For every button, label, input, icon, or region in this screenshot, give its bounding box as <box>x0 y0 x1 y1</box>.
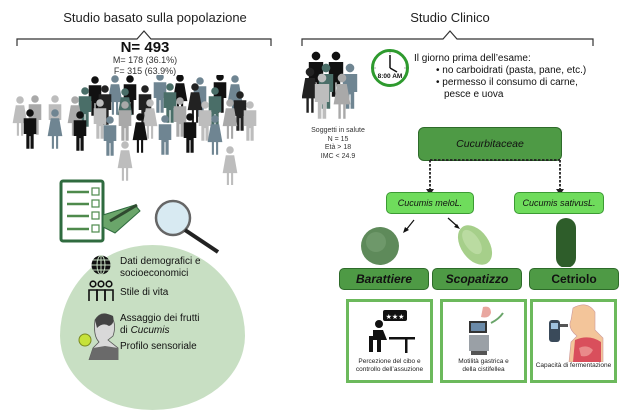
variety-barattiere: Barattiere <box>339 268 429 290</box>
person-figure <box>207 115 223 155</box>
person-figure <box>222 99 238 139</box>
instruction-bullet-2-cont: pesce e uova <box>444 89 504 100</box>
panel-fermentation: Capacità di fermentazione <box>530 299 617 383</box>
item-tasting-line2: di Cucumis <box>120 325 200 337</box>
panel-food-perception-line1: Percezione del cibo e <box>358 358 421 365</box>
person-figure <box>222 146 238 185</box>
species-sativus-suffix: L. <box>588 198 596 208</box>
arrow-to-barattiere <box>403 227 409 233</box>
subjects-info: Soggetti in salute N = 15 Età > 18 IMC <… <box>298 127 378 161</box>
species-melo-box: Cucumis melo L. <box>386 192 474 214</box>
person-figure <box>78 87 92 127</box>
item-tasting-genus: Cucumis <box>130 325 170 336</box>
subject-figure <box>333 73 351 119</box>
clock-time: 8:00 AM <box>378 73 403 80</box>
person-eating-icon: ★★★ <box>369 310 415 353</box>
svg-text:★★★: ★★★ <box>386 313 405 321</box>
instruction-bullet-1: • no carboidrati (pasta, pane, etc.) <box>436 65 587 76</box>
person-figure <box>158 115 172 155</box>
panel-food-perception: ★★★ Percezione del cibo e controllo dell… <box>346 299 433 383</box>
subject-figure <box>314 73 330 119</box>
person-figure <box>47 109 63 149</box>
panel-food-perception-text: Percezione del cibo e controllo dell’ass… <box>349 358 430 374</box>
panel-food-perception-line2: controllo dell’assuzione <box>355 366 424 373</box>
clinical-study-title: Studio Clinico <box>410 10 490 25</box>
subjects-age: Età > 18 <box>324 144 352 151</box>
species-melo-suffix: L. <box>454 198 463 208</box>
person-figure <box>187 83 203 123</box>
group-icon <box>88 280 114 301</box>
person-figure <box>117 141 133 181</box>
subject-figure <box>302 67 319 113</box>
clinical-bracket <box>301 30 594 46</box>
person-figure <box>118 101 132 141</box>
subjects-line1: Soggetti in salute <box>311 127 365 134</box>
crowd-illustration <box>12 75 257 185</box>
item-tasting-prefix: di <box>120 325 131 336</box>
questionnaire-icon <box>59 179 220 254</box>
person-figure <box>142 99 158 139</box>
population-bracket <box>16 30 272 46</box>
arrow-to-scopatizzo <box>454 224 460 229</box>
globe-icon <box>91 255 111 275</box>
species-melo-name: Cucumis melo <box>397 198 455 208</box>
panel-gastric-motility-line2: della cistifellea <box>462 366 505 373</box>
person-figure <box>233 91 247 131</box>
ultrasound-icon <box>469 306 504 355</box>
subjects-count: N = 15 <box>327 135 349 143</box>
person-figure <box>198 101 212 141</box>
item-sensory-profile: Profilo sensoriale <box>120 341 197 352</box>
population-study-title: Studio basato sulla popolazione <box>63 10 247 25</box>
item-tasting: Assaggio dei frutti di Cucumis <box>120 313 200 337</box>
person-figure <box>88 76 102 116</box>
subjects-bmi: IMC < 24.9 <box>320 152 356 160</box>
item-tasting-line1: Assaggio dei frutti <box>120 313 200 324</box>
item-demographics: Dati demografici e socioeconomici <box>120 256 201 280</box>
person-figure <box>12 96 28 136</box>
person-tasting-icon <box>78 313 119 360</box>
person-figure <box>163 83 177 123</box>
family-box: Cucurbitaceae <box>418 127 562 161</box>
item-demographics-line2: socioeconomici <box>120 268 189 279</box>
data-collection-circle <box>60 245 245 410</box>
person-figure <box>73 111 87 151</box>
breath-test-icon <box>549 304 604 362</box>
panel-gastric-motility-line1: Motilità gastrica e <box>458 358 509 365</box>
person-figure <box>23 109 37 149</box>
variety-scopatizzo: Scopatizzo <box>432 268 522 290</box>
item-demographics-line1: Dati demografici e <box>120 256 201 267</box>
person-figure <box>103 116 117 156</box>
cetriolo-fruit <box>556 218 576 267</box>
person-figure <box>173 97 187 137</box>
person-figure <box>183 113 197 153</box>
person-figure <box>93 99 107 139</box>
instruction-bullet-1-text: no carboidrati (pasta, pane, etc.) <box>442 65 587 76</box>
instruction-bullet-2: • permesso il consumo di carne, <box>436 77 578 88</box>
variety-cetriolo: Cetriolo <box>529 268 619 290</box>
female-count: F= 315 (63.9%) <box>113 66 177 76</box>
subjects-group-icon <box>302 51 358 119</box>
species-sativus-box: Cucumis sativus L. <box>514 192 604 214</box>
person-figure <box>243 101 257 141</box>
person-figure <box>153 75 167 113</box>
panel-fermentation-text: Capacità di fermentazione <box>535 362 612 369</box>
clock-icon: 8:00 AM <box>371 49 409 87</box>
male-count: M= 178 (36.1%) <box>112 55 178 65</box>
fruit-images <box>361 217 576 267</box>
instructions-title: Il giorno prima dell’esame: <box>414 53 531 64</box>
instruction-bullet-2-text: permesso il consumo di carne, <box>442 77 578 88</box>
species-sativus-name: Cucumis sativus <box>522 198 588 208</box>
item-lifestyle: Stile di vita <box>120 287 169 298</box>
panel-gastric-motility: Motilità gastrica e della cistifellea <box>440 299 527 383</box>
panel-gastric-motility-text: Motilità gastrica e della cistifellea <box>443 358 524 374</box>
total-count: N= 493 <box>120 39 170 56</box>
person-figure <box>107 75 123 115</box>
person-figure <box>132 113 148 153</box>
